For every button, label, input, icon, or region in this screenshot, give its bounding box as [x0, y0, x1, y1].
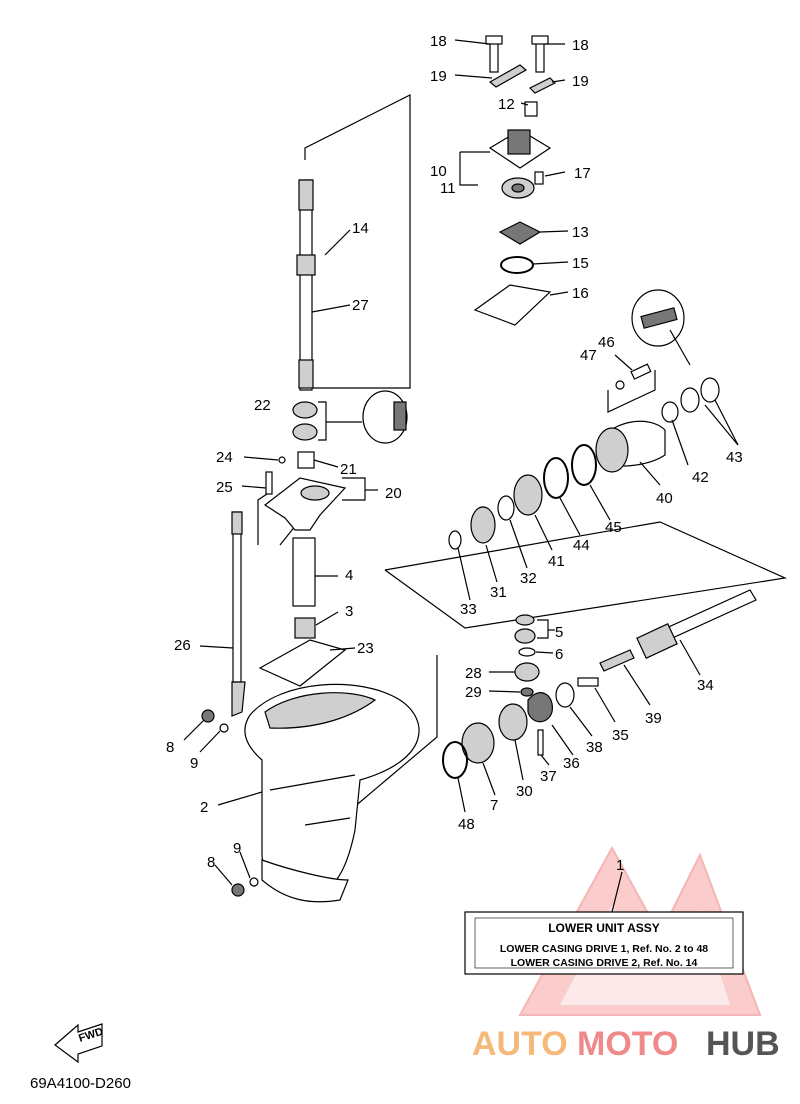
callout-label: 37: [540, 768, 557, 785]
assy-line-2: LOWER CASING DRIVE 2, Ref. No. 14: [511, 957, 698, 969]
callout-label: 27: [352, 297, 369, 314]
callout-label: 33: [460, 601, 477, 618]
callout-label: 3: [345, 603, 353, 620]
callout-label: 36: [563, 755, 580, 772]
callout-label: 9: [190, 755, 198, 772]
leader-lines: [183, 39, 739, 913]
callout-label: 28: [465, 665, 482, 682]
callout-label: 13: [572, 224, 589, 241]
callout-label: 42: [692, 469, 709, 486]
callout-label: 38: [586, 739, 603, 756]
callout-label: 47: [580, 347, 597, 364]
callout-label: 32: [520, 570, 537, 587]
callout-label: 25: [216, 479, 233, 496]
callout-label: 30: [516, 783, 533, 800]
callout-label: 20: [385, 485, 402, 502]
lower-bushings: [258, 537, 347, 687]
callout-label: 8: [166, 739, 174, 756]
callout-label: 26: [174, 637, 191, 654]
callout-label: 5: [555, 624, 563, 641]
callout-label: 45: [605, 519, 622, 536]
casing-bolts: [201, 709, 259, 897]
drive-shaft: [296, 179, 316, 391]
assy-title: LOWER UNIT ASSY: [548, 921, 660, 935]
fwd-arrow-icon: FWD: [54, 1023, 105, 1064]
watermark-part-2: MOTO: [577, 1025, 678, 1063]
callout-label: 24: [216, 449, 233, 466]
callout-label: 29: [465, 684, 482, 701]
boundary-lines: [257, 94, 788, 809]
callout-label: 22: [254, 397, 271, 414]
callout-label: 40: [656, 490, 673, 507]
callout-label: 6: [555, 646, 563, 663]
callout-label: 41: [548, 553, 565, 570]
watermark-part-1: AUTO: [472, 1025, 568, 1063]
callout-label: 9: [233, 840, 241, 857]
assy-info-box: 1 LOWER UNIT ASSY LOWER CASING DRIVE 1, …: [464, 857, 744, 975]
callout-label: 44: [573, 537, 590, 554]
callout-label: 18: [430, 33, 447, 50]
callout-label: 46: [598, 334, 615, 351]
callout-label: 18: [572, 37, 589, 54]
callout-label: 4: [345, 567, 353, 584]
lower-casing: [244, 683, 420, 903]
callout-label: 16: [572, 285, 589, 302]
callout-label: 43: [726, 449, 743, 466]
upper-bearing-housing: [263, 390, 408, 531]
callout-label: 12: [498, 96, 515, 113]
callout-label: 19: [572, 73, 589, 90]
watermark-part-3: HUB: [706, 1025, 780, 1063]
callout-label: 2: [200, 799, 208, 816]
water-pump-assembly: [473, 35, 557, 326]
diagram-code: 69A4100-D260: [30, 1075, 131, 1092]
callout-label: 14: [352, 220, 369, 237]
callout-label: 7: [490, 797, 498, 814]
callout-label: 10: [430, 163, 447, 180]
callout-label: 48: [458, 816, 475, 833]
watermark-text: AUTO MOTO HUB: [472, 1025, 780, 1063]
propeller-shaft-group: [442, 589, 757, 779]
callout-label: 39: [645, 710, 662, 727]
callout-label: 11: [440, 180, 456, 197]
callout-label: 8: [207, 854, 215, 871]
callout-label: 15: [572, 255, 589, 272]
callout-label: 17: [574, 165, 591, 182]
callout-label: 34: [697, 677, 714, 694]
assy-line-1: LOWER CASING DRIVE 1, Ref. No. 2 to 48: [500, 943, 708, 955]
forward-gear-group: [448, 289, 720, 550]
callout-label: 19: [430, 68, 447, 85]
assy-ref-number: 1: [616, 857, 624, 874]
callout-label: 21: [340, 461, 357, 478]
callout-label: 35: [612, 727, 629, 744]
callout-label: 23: [357, 640, 374, 657]
callout-label: 31: [490, 584, 507, 601]
shift-rod: [231, 511, 246, 717]
